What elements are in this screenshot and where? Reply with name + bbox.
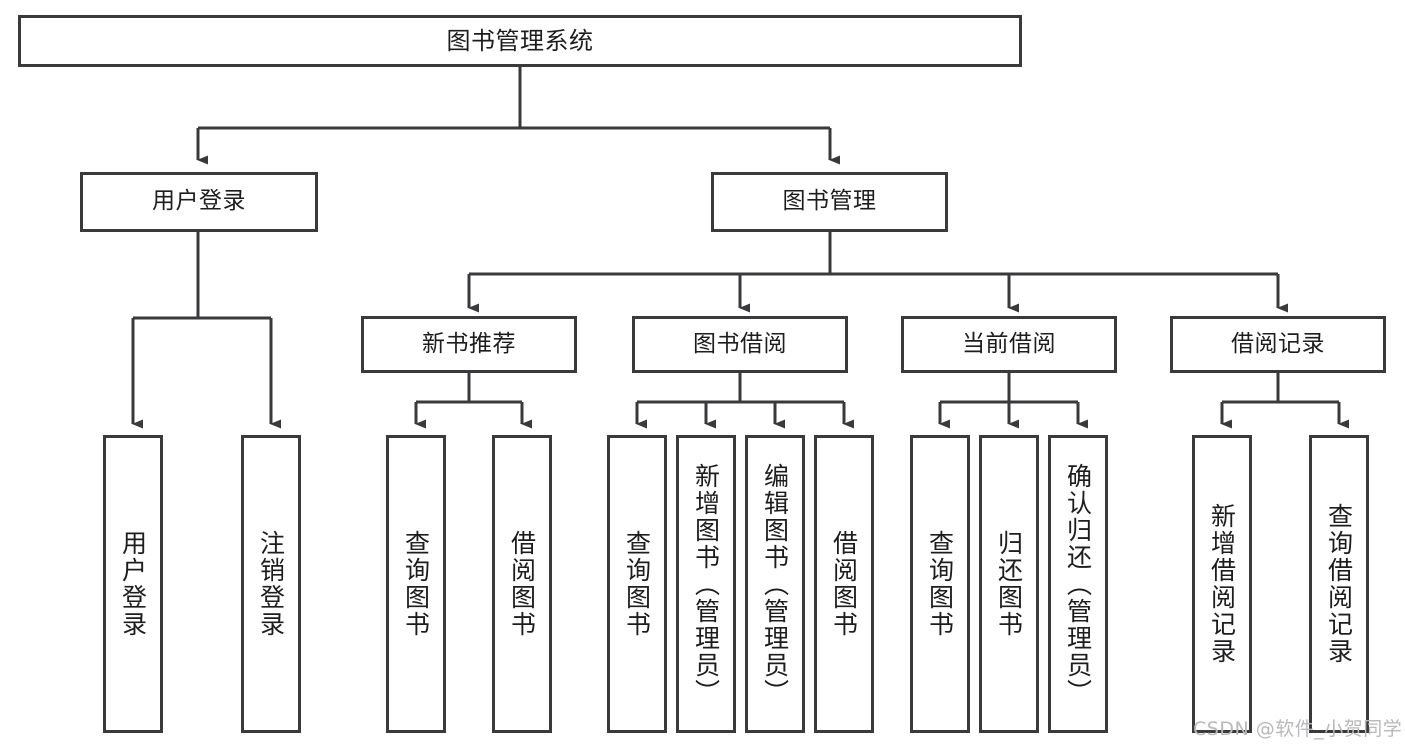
node-root-system[interactable]: 图书管理系统 (18, 15, 1022, 67)
node-label: 图书借阅 (693, 330, 787, 357)
node-label: 归还图书 (994, 530, 1024, 638)
node-leaf-return-book[interactable]: 归还图书 (979, 435, 1039, 733)
node-current-borrow[interactable]: 当前借阅 (901, 316, 1117, 373)
node-leaf-add-borrow-record[interactable]: 新增借阅记录 (1192, 435, 1252, 733)
node-label: 新书推荐 (422, 330, 516, 357)
node-label: 图书管理系统 (446, 26, 594, 55)
node-leaf-borrow-book[interactable]: 借阅图书 (814, 435, 874, 733)
node-leaf-borrow-book-recommend[interactable]: 借阅图书 (492, 435, 552, 733)
node-book-borrow[interactable]: 图书借阅 (632, 316, 848, 373)
node-label: 用户登录 (118, 530, 148, 638)
node-label: 查询图书 (401, 530, 431, 638)
node-label: 查询图书 (925, 530, 955, 638)
node-label: 借阅图书 (507, 530, 537, 638)
node-user-login[interactable]: 用户登录 (80, 172, 318, 232)
node-leaf-confirm-return-admin[interactable]: 确认归还（管理员） (1048, 435, 1108, 733)
node-leaf-query-borrow-record[interactable]: 查询借阅记录 (1309, 435, 1369, 733)
node-label: 借阅记录 (1231, 330, 1325, 357)
node-book-management[interactable]: 图书管理 (711, 172, 948, 232)
node-leaf-edit-book-admin[interactable]: 编辑图书（管理员） (745, 435, 805, 733)
node-label: 编辑图书（管理员） (760, 462, 790, 706)
node-label: 借阅图书 (829, 530, 859, 638)
node-label: 查询图书 (622, 530, 652, 638)
csdn-watermark: CSDN @软件_小贺同学 (1193, 718, 1403, 740)
node-leaf-query-book-recommend[interactable]: 查询图书 (386, 435, 446, 733)
node-label: 图书管理 (782, 188, 877, 215)
node-label: 查询借阅记录 (1324, 503, 1354, 665)
node-leaf-query-book-current[interactable]: 查询图书 (910, 435, 970, 733)
node-borrow-records[interactable]: 借阅记录 (1170, 316, 1386, 373)
node-leaf-query-book-borrow[interactable]: 查询图书 (607, 435, 667, 733)
node-label: 新增图书（管理员） (691, 462, 721, 706)
node-label: 用户登录 (152, 188, 246, 215)
node-leaf-logout[interactable]: 注销登录 (241, 435, 301, 733)
node-new-book-recommend[interactable]: 新书推荐 (361, 316, 577, 373)
node-leaf-add-book-admin[interactable]: 新增图书（管理员） (676, 435, 736, 733)
node-label: 当前借阅 (962, 330, 1056, 357)
node-label: 新增借阅记录 (1207, 503, 1237, 665)
node-label: 注销登录 (256, 530, 286, 638)
node-leaf-user-login[interactable]: 用户登录 (103, 435, 163, 733)
node-label: 确认归还（管理员） (1063, 462, 1093, 706)
